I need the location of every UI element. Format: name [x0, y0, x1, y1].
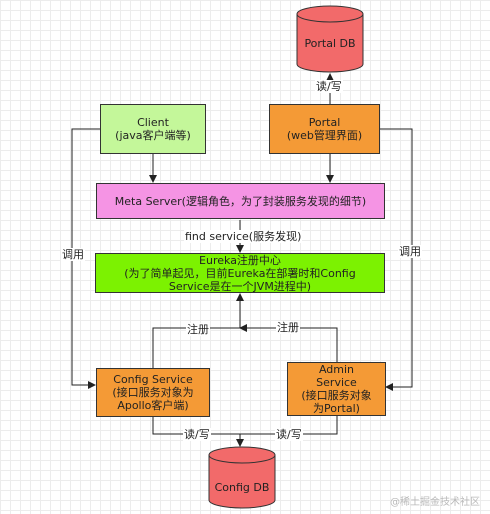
admin-service-sub-1: (接口服务对象	[301, 389, 372, 402]
config-service-sub-2: Apollo客户端)	[117, 399, 189, 412]
eureka-title: Eureka注册中心	[199, 253, 281, 267]
portal-title: Portal	[308, 116, 341, 129]
edge-adminservice-register	[239, 324, 338, 362]
label-config-db-rw-right: 读/写	[275, 428, 303, 441]
config-service-title: Config Service	[113, 373, 193, 386]
eureka-subtitle-2: Service是在一个JVM进程中)	[168, 279, 312, 293]
admin-service-node: Admin Service (接口服务对象 为Portal)	[287, 362, 386, 416]
config-db-label: Config DB	[214, 481, 270, 494]
label-find-service: find service(服务发现)	[184, 230, 303, 243]
label-config-db-rw-left: 读/写	[183, 428, 211, 441]
client-title: Client	[137, 116, 169, 129]
label-call-right: 调用	[398, 245, 422, 258]
portal-db-cylinder	[296, 5, 364, 73]
config-service-sub-1: (接口服务对象为	[112, 386, 194, 399]
eureka-node: Eureka注册中心 (为了简单起见，目前Eureka在部署时和Config S…	[95, 253, 385, 293]
label-register-left: 注册	[186, 323, 210, 336]
label-register-right: 注册	[276, 321, 300, 334]
edge-adminservice-configdb	[240, 416, 338, 435]
label-call-left: 调用	[61, 248, 85, 261]
client-subtitle: (java客户端等)	[115, 129, 191, 142]
watermark: @稀土掘金技术社区	[390, 497, 480, 508]
admin-service-title-2: Service	[316, 376, 357, 389]
meta-server-title: Meta Server(逻辑角色，为了封装服务发现的细节)	[114, 194, 367, 208]
portal-subtitle: (web管理界面)	[286, 129, 363, 142]
admin-service-sub-2: 为Portal)	[313, 402, 360, 415]
meta-server-node: Meta Server(逻辑角色，为了封装服务发现的细节)	[96, 183, 385, 219]
edge-portal-adminservice	[380, 128, 413, 391]
portal-node: Portal (web管理界面)	[269, 104, 380, 154]
config-db-cylinder	[208, 446, 276, 509]
eureka-subtitle-1: (为了简单起见，目前Eureka在部署时和Config	[124, 266, 356, 280]
label-portal-db-rw: 读/写	[315, 80, 343, 93]
admin-service-title-1: Admin	[318, 363, 355, 376]
config-service-node: Config Service (接口服务对象为 Apollo客户端)	[96, 368, 210, 417]
portal-db-label: Portal DB	[304, 37, 356, 50]
client-node: Client (java客户端等)	[100, 104, 206, 154]
